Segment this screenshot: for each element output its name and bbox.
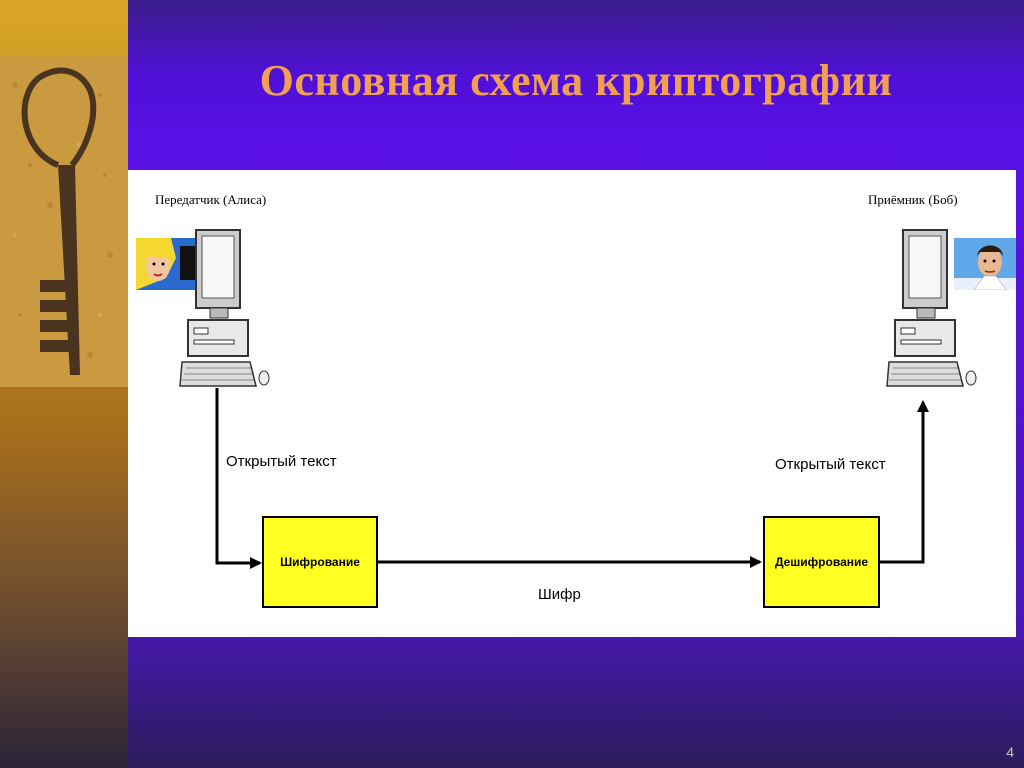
decrypt-box: Дешифрование: [763, 516, 880, 608]
receiver-computer-icon: [885, 228, 981, 390]
receiver-label: Приёмник (Боб): [868, 192, 958, 207]
page-number: 4: [1006, 744, 1014, 760]
sender-label: Передатчик (Алиса): [155, 192, 267, 207]
plaintext-to-encrypt-arrow: [215, 388, 262, 569]
key-photo: [0, 55, 128, 387]
bob-avatar: [954, 238, 1016, 291]
connector-arrows: [215, 388, 929, 569]
plaintext-left-label: Открытый текст: [226, 453, 337, 470]
encrypt-box: Шифрование: [262, 516, 378, 608]
plaintext-right-label: Открытый текст: [775, 456, 886, 473]
crypto-diagram: Передатчик (Алиса) Приёмник (Боб): [128, 170, 1016, 637]
slide-title: Основная схема криптографии: [259, 56, 893, 105]
decrypt-to-receiver-arrow: [880, 400, 929, 564]
alice-avatar: [136, 238, 198, 290]
sender-computer-icon: [178, 228, 274, 390]
cipher-label: Шифр: [538, 586, 581, 603]
